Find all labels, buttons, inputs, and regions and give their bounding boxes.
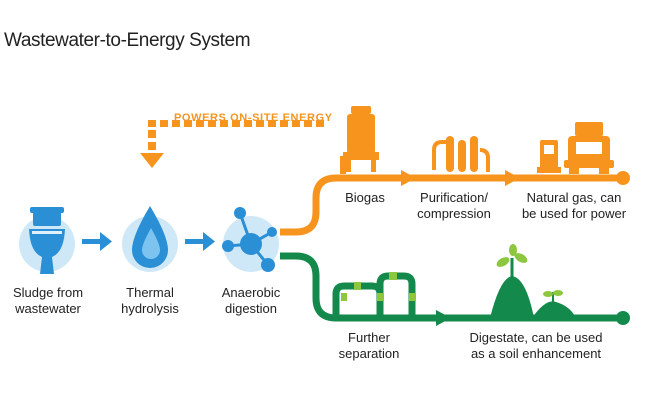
purification-icon bbox=[432, 136, 490, 172]
callout-powers-onsite-energy: POWERS ON-SITE ENERGY bbox=[174, 112, 333, 124]
label-digestate: Digestate, can be used as a soil enhance… bbox=[469, 330, 603, 361]
diagram-title: Wastewater-to-Energy System bbox=[4, 30, 251, 51]
separation-pipes-icon bbox=[332, 272, 416, 318]
water-drop-icon bbox=[122, 206, 178, 272]
soil-plant-icon bbox=[490, 244, 576, 318]
label-thermal-hydrolysis: Thermal hydrolysis bbox=[121, 285, 179, 316]
biogas-tank-icon bbox=[340, 106, 379, 174]
toilet-icon bbox=[19, 207, 75, 274]
label-anaerobic-digestion: Anaerobic digestion bbox=[221, 285, 281, 316]
digestate-pipeline bbox=[280, 252, 630, 326]
onsite-energy-feedback-arrow bbox=[140, 120, 324, 168]
molecule-icon bbox=[222, 207, 279, 272]
biogas-pipeline bbox=[280, 170, 630, 236]
process-arrows bbox=[82, 232, 215, 251]
label-biogas: Biogas bbox=[345, 190, 385, 205]
label-further-separation: Further separation bbox=[338, 330, 400, 361]
gas-pump-icon bbox=[537, 140, 561, 173]
label-sludge: Sludge from wastewater bbox=[12, 285, 84, 316]
label-natural-gas: Natural gas, can be used for power bbox=[521, 190, 627, 221]
truck-icon bbox=[564, 122, 614, 174]
label-purification: Purification/ compression bbox=[417, 190, 491, 221]
